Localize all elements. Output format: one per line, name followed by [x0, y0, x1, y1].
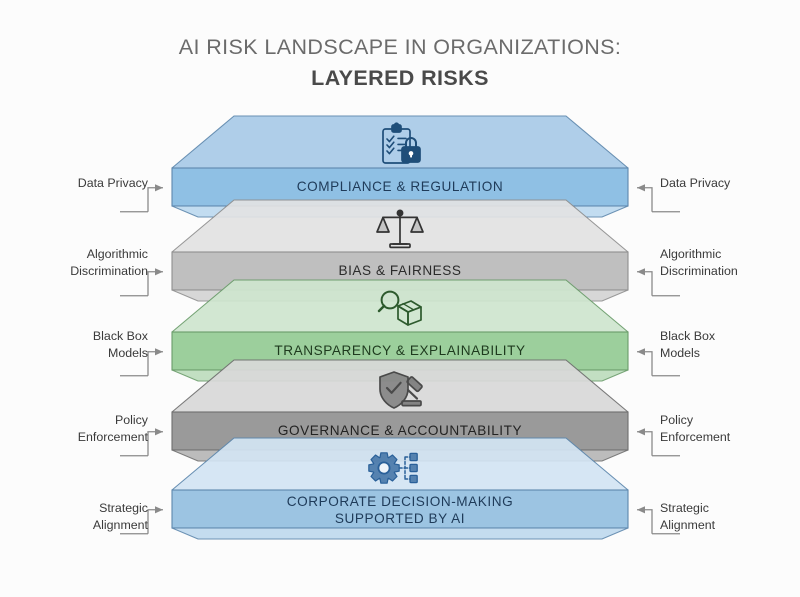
gear-nodes-icon — [368, 452, 418, 484]
balance-scales-icon — [376, 209, 424, 249]
left-label-transparency-explainability: Black Box Models — [92, 329, 148, 360]
right-label-corporate-decision-making: Strategic Alignment — [660, 501, 716, 532]
slabs — [171, 115, 629, 540]
right-label-governance-accountability: Policy Enforcement — [660, 413, 731, 444]
layer-slab-corporate-decision-making[interactable] — [171, 437, 629, 540]
shield-gavel-icon — [379, 371, 423, 409]
left-label-corporate-decision-making: Strategic Alignment — [92, 501, 148, 532]
connector-right-transparency-explainability — [637, 348, 653, 376]
right-label-transparency-explainability: Black Box Models — [660, 329, 716, 360]
layer-icons — [368, 122, 424, 484]
connector-right-compliance-regulation — [637, 184, 653, 212]
connector-left-corporate-decision-making — [147, 506, 163, 534]
right-label-bias-fairness: Algorithmic Discrimination — [660, 247, 738, 278]
connector-left-transparency-explainability — [147, 348, 163, 376]
page-title: AI RISK LANDSCAPE IN ORGANIZATIONS: LAYE… — [0, 34, 800, 92]
title-line-1: AI RISK LANDSCAPE IN ORGANIZATIONS: — [178, 35, 622, 59]
connector-lines — [120, 184, 680, 535]
magnifier-box-icon — [377, 290, 422, 326]
connector-left-governance-accountability — [147, 428, 163, 456]
connector-left-bias-fairness — [147, 268, 163, 296]
connector-right-corporate-decision-making — [637, 506, 653, 534]
connector-right-governance-accountability — [637, 428, 653, 456]
connector-left-compliance-regulation — [147, 184, 163, 212]
right-label-compliance-regulation: Data Privacy — [660, 176, 731, 190]
clipboard-lock-icon — [382, 122, 421, 164]
left-label-bias-fairness: Algorithmic Discrimination — [70, 247, 148, 278]
title-line-2: LAYERED RISKS — [311, 65, 489, 90]
left-label-compliance-regulation: Data Privacy — [77, 176, 148, 190]
connector-right-bias-fairness — [637, 268, 653, 296]
left-label-governance-accountability: Policy Enforcement — [77, 413, 148, 444]
